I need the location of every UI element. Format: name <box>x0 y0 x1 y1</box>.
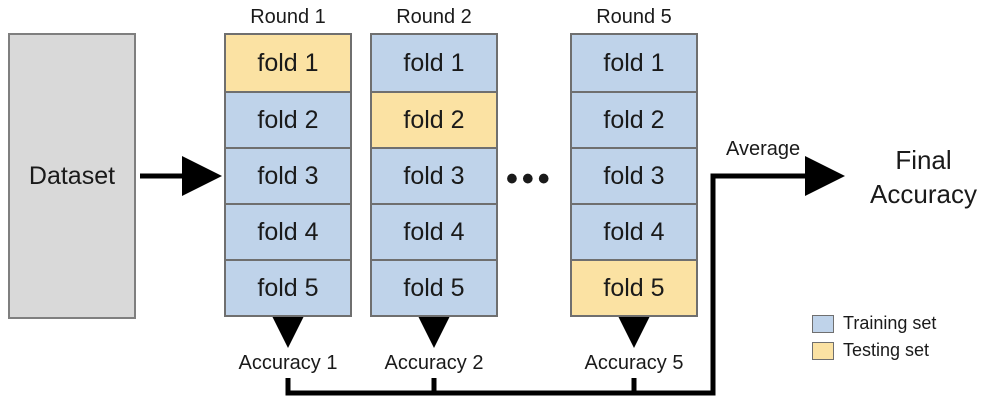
round-1-folds: fold 1 fold 2 fold 3 fold 4 fold 5 <box>224 33 352 317</box>
fold-cell: fold 5 <box>226 259 350 315</box>
average-label: Average <box>726 138 801 160</box>
legend-item-testing: Testing set <box>812 337 936 364</box>
fold-cell: fold 1 <box>226 35 350 91</box>
accuracy-collector-line <box>285 156 845 396</box>
round-2-folds: fold 1 fold 2 fold 3 fold 4 fold 5 <box>370 33 498 317</box>
fold-cell: fold 4 <box>372 203 496 259</box>
training-swatch <box>812 314 834 333</box>
ellipsis: ••• <box>506 160 554 198</box>
fold-cell: fold 2 <box>226 91 350 147</box>
dataset-label: Dataset <box>28 161 116 190</box>
fold-cell: fold 1 <box>572 35 696 91</box>
round-2-title: Round 2 <box>396 6 472 28</box>
fold-cell: fold 4 <box>226 203 350 259</box>
fold-cell: fold 5 <box>572 259 696 315</box>
round-1-accuracy: Accuracy 1 <box>238 352 338 374</box>
round-5-accuracy: Accuracy 5 <box>584 352 684 374</box>
dataset-box: Dataset <box>8 33 136 319</box>
final-accuracy-label: Final Accuracy <box>856 143 991 211</box>
fold-cell: fold 3 <box>372 147 496 203</box>
round-1-title: Round 1 <box>250 6 326 28</box>
legend-item-training: Training set <box>812 310 936 337</box>
fold-cell: fold 2 <box>572 91 696 147</box>
fold-cell: fold 4 <box>572 203 696 259</box>
legend-training-label: Training set <box>843 313 937 333</box>
round-5-folds: fold 1 fold 2 fold 3 fold 4 fold 5 <box>570 33 698 317</box>
final-line-1: Final <box>895 145 952 175</box>
fold-cell: fold 3 <box>572 147 696 203</box>
legend: Training set Testing set <box>812 310 936 364</box>
testing-swatch <box>812 341 834 360</box>
fold-cell: fold 1 <box>372 35 496 91</box>
legend-testing-label: Testing set <box>843 340 930 360</box>
round-2-accuracy: Accuracy 2 <box>384 352 484 374</box>
round-5-title: Round 5 <box>596 6 672 28</box>
final-line-2: Accuracy <box>870 179 977 209</box>
fold-cell: fold 3 <box>226 147 350 203</box>
fold-cell: fold 2 <box>372 91 496 147</box>
fold-cell: fold 5 <box>372 259 496 315</box>
